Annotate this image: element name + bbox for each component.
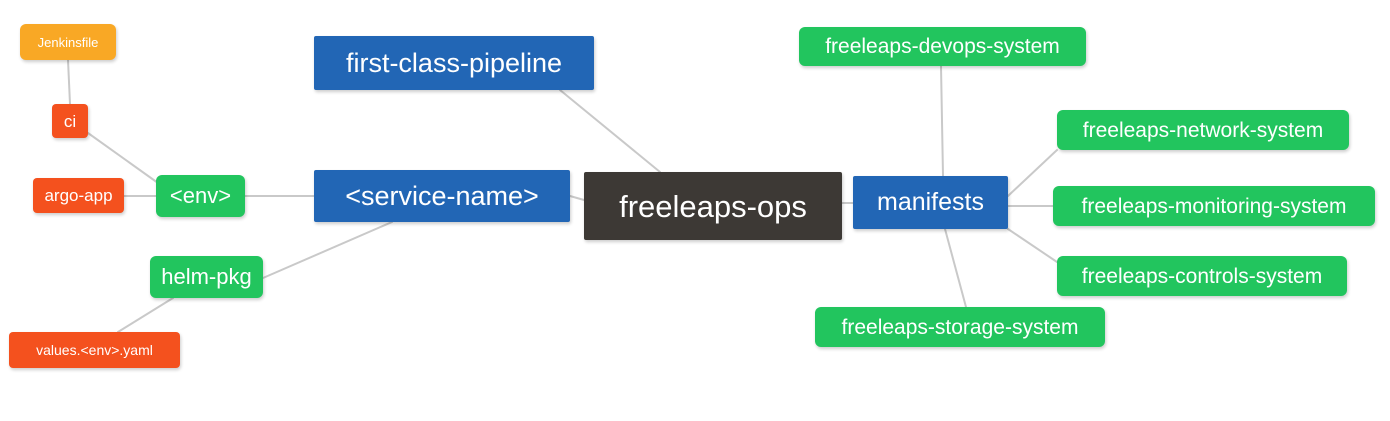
node-env[interactable]: <env>: [156, 175, 245, 217]
edge-helm-pkg-to-values-yaml: [117, 297, 174, 333]
node-service-name[interactable]: <service-name>: [314, 170, 570, 222]
node-storage-system[interactable]: freeleaps-storage-system: [815, 307, 1105, 347]
node-first-class-pipeline[interactable]: first-class-pipeline: [314, 36, 594, 90]
edge-service-name-to-helm-pkg: [262, 221, 393, 279]
node-freeleaps-ops[interactable]: freeleaps-ops: [584, 172, 842, 240]
edge-jenkinsfile-to-ci: [67, 59, 71, 105]
edge-manifests-to-network-system: [1007, 149, 1058, 197]
node-helm-pkg[interactable]: helm-pkg: [150, 256, 263, 298]
node-manifests[interactable]: manifests: [853, 176, 1008, 229]
node-jenkinsfile[interactable]: Jenkinsfile: [20, 24, 116, 60]
edge-first-class-pipeline-to-freeleaps-ops: [559, 89, 661, 173]
edge-manifests-to-devops-system: [940, 65, 944, 177]
node-devops-system[interactable]: freeleaps-devops-system: [799, 27, 1086, 66]
node-values-yaml[interactable]: values.<env>.yaml: [9, 332, 180, 368]
node-network-system[interactable]: freeleaps-network-system: [1057, 110, 1349, 150]
edge-service-name-to-freeleaps-ops: [569, 195, 585, 201]
edge-ci-to-env: [87, 132, 159, 184]
edge-manifests-to-controls-system: [1007, 228, 1058, 263]
node-ci[interactable]: ci: [52, 104, 88, 138]
node-monitoring-system[interactable]: freeleaps-monitoring-system: [1053, 186, 1375, 226]
node-argo-app[interactable]: argo-app: [33, 178, 124, 213]
node-controls-system[interactable]: freeleaps-controls-system: [1057, 256, 1347, 296]
edge-manifests-to-storage-system: [944, 228, 967, 308]
